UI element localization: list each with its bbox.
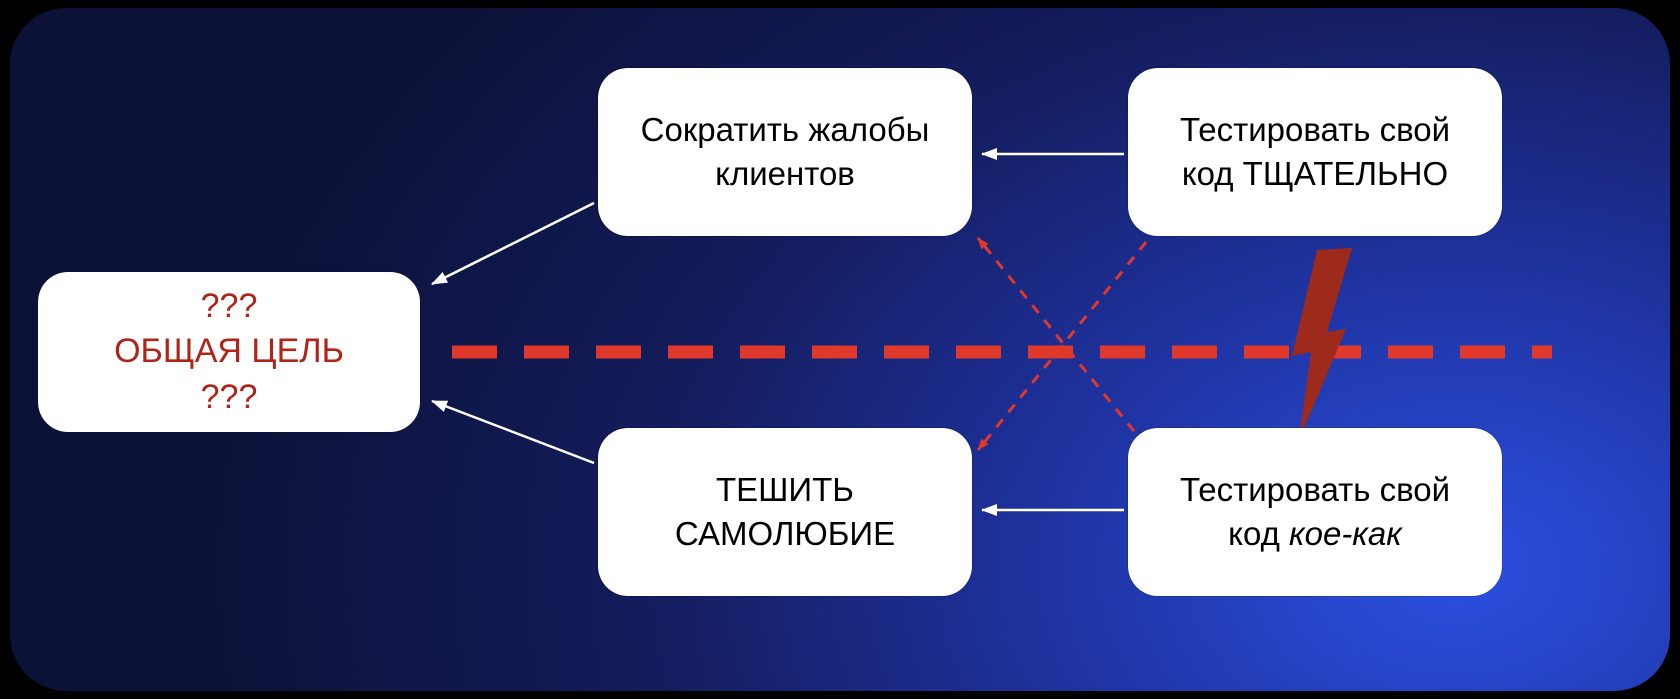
- node-test-sloppy: Тестировать свой код кое-как: [1128, 428, 1502, 596]
- node-text-line: ТЕШИТЬ: [716, 470, 854, 508]
- lightning-bolt-icon: [1292, 248, 1352, 440]
- dashed-arrow-sloppy-to-complaints: [976, 237, 1148, 447]
- node-text-line: клиентов: [715, 155, 855, 192]
- node-text-line: САМОЛЮБИЕ: [674, 515, 896, 552]
- node-reduce-complaints: Сократить жалобы клиентов: [598, 68, 972, 236]
- node-test-thoroughly: Тестировать свой код ТЩАТЕЛЬНО: [1128, 68, 1502, 236]
- node-text-line: Сократить жалобы: [640, 110, 930, 148]
- goal-line-1: ???: [200, 286, 258, 325]
- node-text-italic-part: кое-как: [1289, 515, 1402, 552]
- goal-line-2: ОБЩАЯ ЦЕЛЬ: [114, 332, 344, 371]
- arrow-complaints-to-goal: [431, 201, 595, 286]
- node-stroke-ego: ТЕШИТЬ САМОЛЮБИЕ: [598, 428, 972, 596]
- node-text-line: Тестировать свой: [1179, 470, 1451, 508]
- node-text-line: код кое-как: [1228, 512, 1402, 556]
- node-text-line: код ТЩАТЕЛЬНО: [1181, 155, 1449, 192]
- dashed-arrow-thorough-to-ego: [976, 241, 1148, 451]
- node-text-part: код: [1228, 515, 1290, 552]
- node-common-goal: ??? ОБЩАЯ ЦЕЛЬ ???: [38, 272, 420, 432]
- arrow-ego-to-goal: [431, 399, 595, 465]
- goal-line-3: ???: [200, 377, 258, 416]
- node-text-line: Тестировать свой: [1179, 110, 1451, 148]
